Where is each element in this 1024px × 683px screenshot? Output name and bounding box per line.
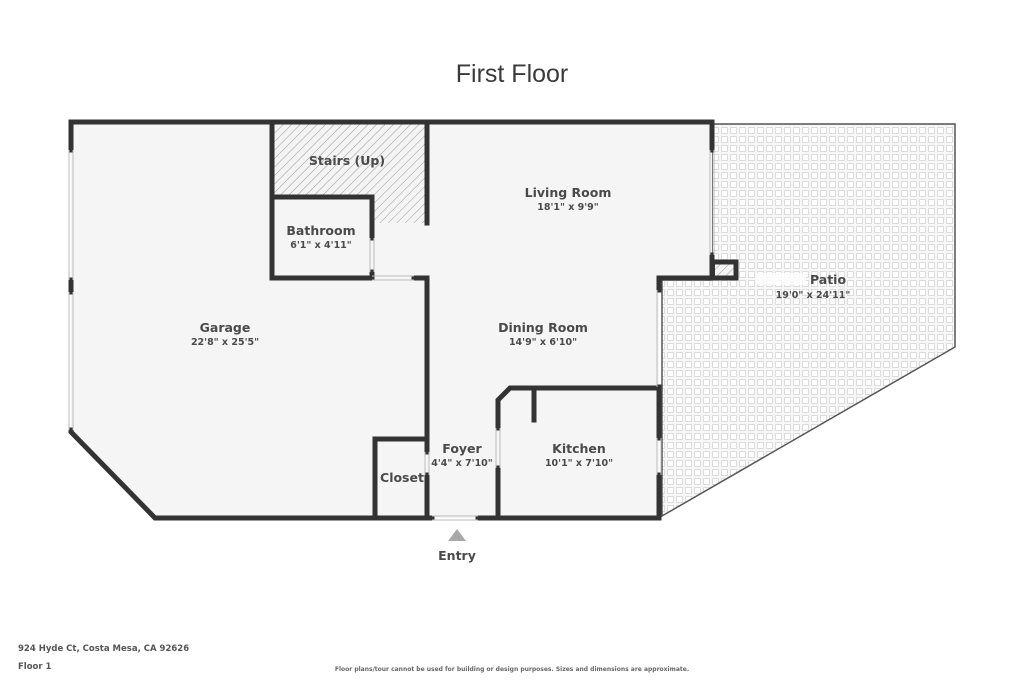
disclaimer-text: Floor plans/tour cannot be used for buil… [334, 666, 690, 673]
floor-label: Floor 1 [18, 662, 52, 672]
patio-dims: 19'0" x 24'11" [776, 290, 851, 301]
foyer-dims: 4'4" x 7'10" [431, 458, 493, 469]
dining-room-dims: 14'9" x 6'10" [509, 337, 577, 348]
interior-floor [71, 122, 712, 518]
living-room-label: Living Room [525, 185, 612, 200]
dining-room-label: Dining Room [498, 320, 588, 335]
bathroom-label: Bathroom [286, 223, 355, 238]
windows [68, 150, 715, 521]
page-title: First Floor [455, 60, 569, 88]
living-room-dims: 18'1" x 9'9" [537, 202, 599, 213]
foyer-label: Foyer [442, 441, 482, 456]
walls [68, 119, 739, 521]
patio-label: Patio [810, 272, 847, 287]
stairs-label: Stairs (Up) [309, 153, 385, 168]
garage-label: Garage [200, 320, 251, 335]
entry-label: Entry [438, 548, 476, 563]
bathroom-dims: 6'1" x 4'11" [290, 240, 352, 251]
kitchen-dims: 10'1" x 7'10" [545, 458, 613, 469]
property-address: 924 Hyde Ct, Costa Mesa, CA 92626 [18, 644, 190, 654]
garage-dims: 22'8" x 25'5" [191, 337, 259, 348]
stairs-area [272, 124, 427, 223]
closet-label: Closet [380, 470, 424, 485]
kitchen-label: Kitchen [552, 441, 606, 456]
entry-triangle-icon [448, 529, 466, 541]
